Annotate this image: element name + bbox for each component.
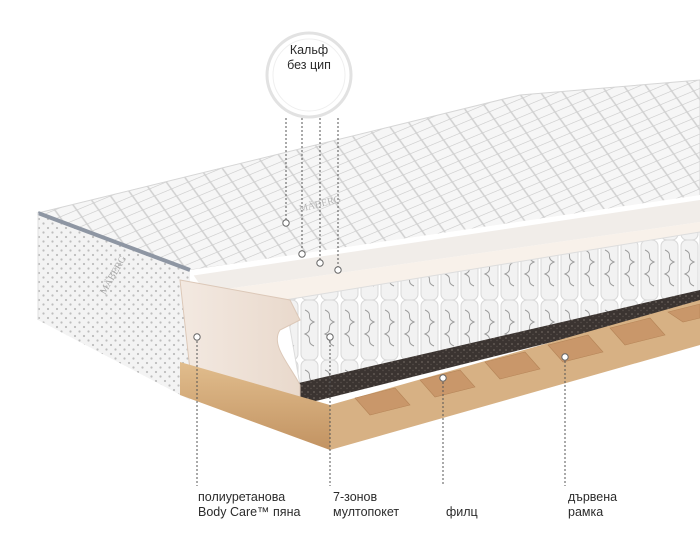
cover-callout-line1: Кальф <box>289 43 329 57</box>
pocket-springs <box>284 231 700 386</box>
felt-callout-label: филц <box>446 505 478 520</box>
springs-callout-label: 7-зонов мултопокет <box>333 490 399 520</box>
frame-callout-label: дървена рамка <box>568 490 617 520</box>
top-foam-layers <box>190 195 700 312</box>
frame-callout-line2: рамка <box>568 505 604 519</box>
frame-callout-line1: дървена <box>568 490 618 504</box>
wooden-frame <box>180 300 700 450</box>
springs-callout-line2: мултопокет <box>333 505 400 519</box>
callout-lines <box>196 118 566 486</box>
springs-callout-line1: 7-зонов <box>333 490 378 504</box>
felt-callout-line1: филц <box>446 505 478 519</box>
cover-callout-line2: без цип <box>287 58 331 72</box>
cover-callout-text: Кальф без цип <box>271 43 347 73</box>
foam-callout-line2: Body Care™ пяна <box>198 505 301 519</box>
cover-callout-bubble <box>265 31 353 119</box>
foam-callout-line1: полиуретанова <box>198 490 286 504</box>
foam-callout-label: полиуретанова Body Care™ пяна <box>198 490 300 520</box>
callout-dots <box>193 219 569 382</box>
felt-layer <box>290 290 700 405</box>
side-panel <box>37 211 191 400</box>
